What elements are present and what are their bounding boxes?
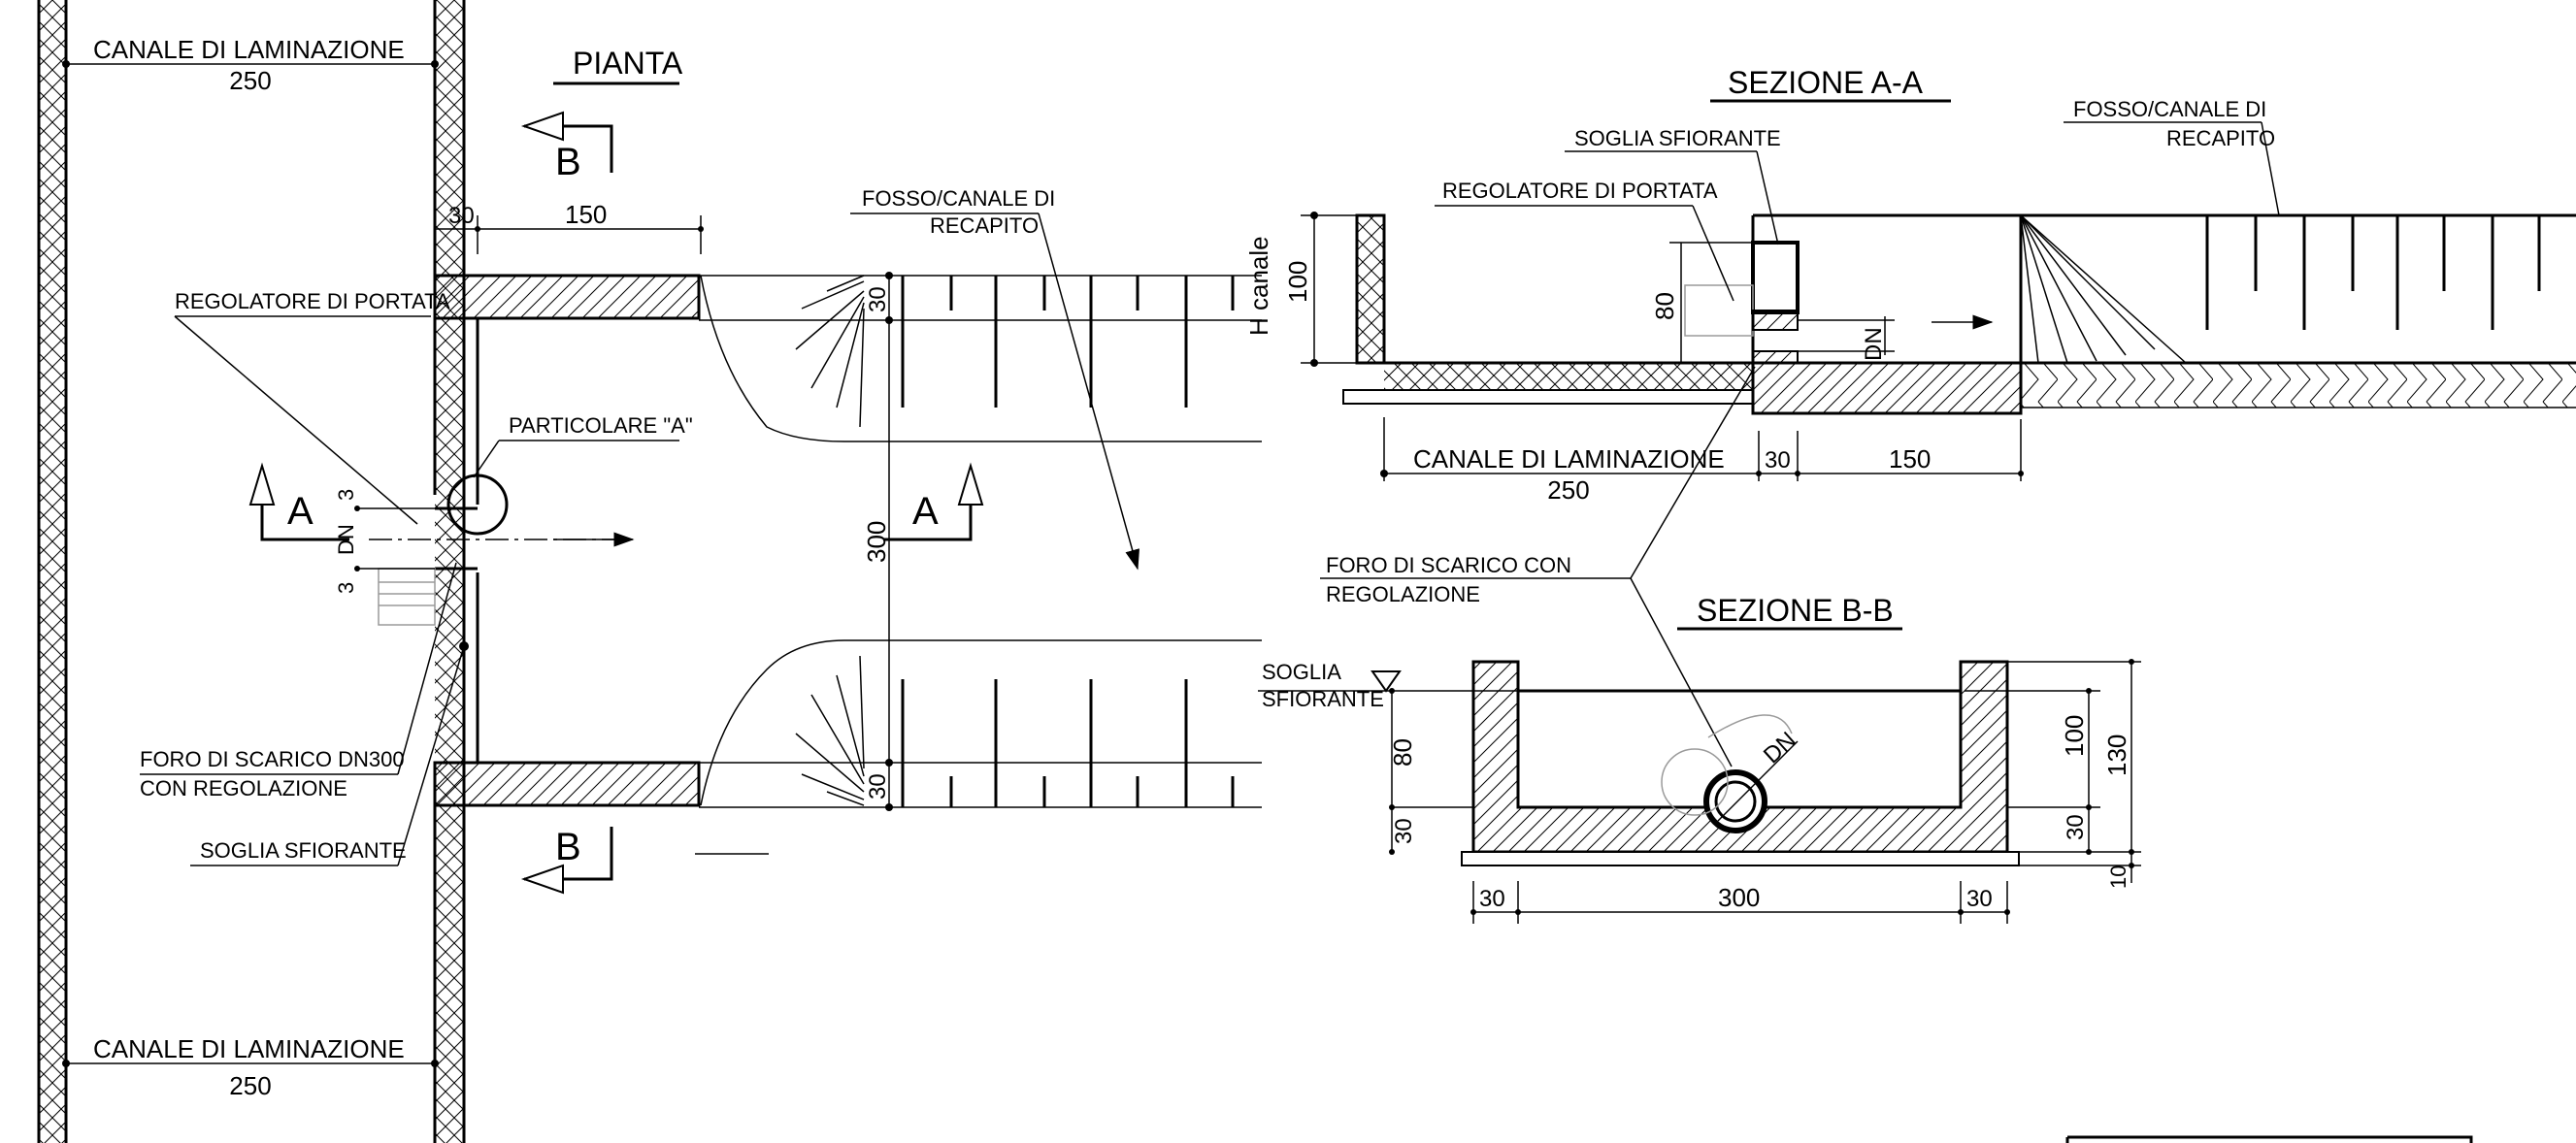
dim-80: 80 <box>1650 292 1679 320</box>
regulator-ghost-section <box>1684 284 1754 337</box>
label-fosso-1: FOSSO/CANALE DI <box>862 186 1055 211</box>
canal-label-section: CANALE DI LAMINAZIONE <box>1413 444 1725 474</box>
section-letter-b-bottom: B <box>555 826 581 868</box>
outlet-flare-bottom <box>700 639 1262 806</box>
sezione-aa-title: SEZIONE A-A <box>1728 65 1924 100</box>
dim-150: 150 <box>565 200 607 229</box>
dim-10-bb: 10 <box>2106 865 2130 889</box>
regulator-ghost <box>378 568 436 626</box>
dim-3-bottom: 3 <box>334 582 358 594</box>
label-foro-section-1: FORO DI SCARICO CON <box>1326 553 1571 577</box>
slope-fan-bottom <box>795 655 865 806</box>
canal-right-wall-hatch <box>435 0 464 1143</box>
title-block-edge <box>2065 1135 2473 1143</box>
ditch-slope-ticks-top <box>901 276 1235 408</box>
dim-30: 30 <box>448 203 475 229</box>
label-foro-1: FORO DI SCARICO DN300 <box>140 747 405 771</box>
wall-bottom <box>433 761 701 807</box>
slope-fan-section <box>2020 214 2187 364</box>
label-foro-section-2: REGOLAZIONE <box>1326 582 1480 606</box>
detail-a-circle <box>446 474 509 536</box>
dim-130-bb: 130 <box>2102 735 2131 776</box>
label-fosso-section-2: RECAPITO <box>2166 126 2275 150</box>
sezione-bb-title: SEZIONE B-B <box>1697 593 1894 628</box>
sezione-aa-view: SEZIONE A-A H canale 100 80 DN <box>1244 65 2576 505</box>
slope-fan-top <box>795 275 865 428</box>
sezione-bb-view: SEZIONE B-B DN SOGLIA SFIORANTE 80 30 <box>1258 593 2141 924</box>
outlet-flare-top <box>700 275 1262 442</box>
label-soglia-section: SOGLIA SFIORANTE <box>1574 126 1781 150</box>
dim-100-bb: 100 <box>2060 715 2089 757</box>
dim-30-bb-a: 30 <box>1479 886 1505 912</box>
dim-30-bb-left: 30 <box>1391 818 1417 844</box>
ditch-soil <box>2021 363 2576 408</box>
dim-100: 100 <box>1283 261 1312 303</box>
label-regolatore: REGOLATORE DI PORTATA <box>175 289 450 313</box>
canal-width-top: 250 <box>229 66 271 95</box>
u-channel-base <box>1461 851 2020 866</box>
pianta-view: CANALE DI LAMINAZIONE 250 CANALE DI LAMI… <box>37 0 1262 1143</box>
ditch-slope-ticks-section <box>2205 215 2541 330</box>
section-letter-a-right: A <box>912 490 939 533</box>
canal-label-top: CANALE DI LAMINAZIONE <box>93 35 405 64</box>
canal-wall-section <box>1355 213 1386 365</box>
label-regolatore-section: REGOLATORE DI PORTATA <box>1442 179 1718 203</box>
label-fosso-section-1: FOSSO/CANALE DI <box>2073 97 2266 121</box>
section-letter-b-top: B <box>555 141 581 183</box>
pianta-title: PIANTA <box>573 46 683 81</box>
section-letter-a-left: A <box>287 490 314 533</box>
dim-80-bb: 80 <box>1388 738 1417 767</box>
weir-block <box>1751 241 1800 314</box>
canal-label-bottom: CANALE DI LAMINAZIONE <box>93 1034 405 1063</box>
chamber-floor <box>1751 361 2023 415</box>
dim-30-right-top: 30 <box>865 286 891 312</box>
canal-width-section: 250 <box>1547 475 1589 505</box>
label-particolare: PARTICOLARE "A" <box>509 413 693 438</box>
dim-30-bb-right: 30 <box>2063 814 2089 840</box>
foro-leader: FORO DI SCARICO CON REGOLAZIONE <box>1320 366 1756 767</box>
dim-150-section: 150 <box>1889 444 1931 474</box>
dim-30-right-bottom: 30 <box>865 773 891 800</box>
canal-left-wall-hatch <box>39 0 66 1143</box>
dim-30-section: 30 <box>1765 447 1791 474</box>
label-fosso-2: RECAPITO <box>930 213 1039 238</box>
dim-30-bb-b: 30 <box>1966 886 1993 912</box>
dim-300: 300 <box>862 521 891 563</box>
dim-3-top: 3 <box>334 489 358 501</box>
dim-dn: DN <box>334 524 358 555</box>
wall-top <box>433 274 701 320</box>
canal-floor-hatch <box>1384 363 1753 390</box>
level-marker-icon <box>1371 670 1402 693</box>
dim-dn-section: DN <box>1861 327 1887 361</box>
canal-width-bottom: 250 <box>229 1071 271 1100</box>
dim-dn-bb: DN <box>1759 727 1801 768</box>
dim-300-bb: 300 <box>1718 883 1760 912</box>
ditch-slope-ticks-bottom <box>901 679 1235 807</box>
canal-base-slab <box>1342 389 1754 405</box>
label-soglia: SOGLIA SFIORANTE <box>200 838 407 863</box>
label-h-canale: H canale <box>1244 236 1273 336</box>
label-soglia-bb-1: SOGLIA <box>1262 660 1341 684</box>
label-foro-2: CON REGOLAZIONE <box>140 776 347 800</box>
